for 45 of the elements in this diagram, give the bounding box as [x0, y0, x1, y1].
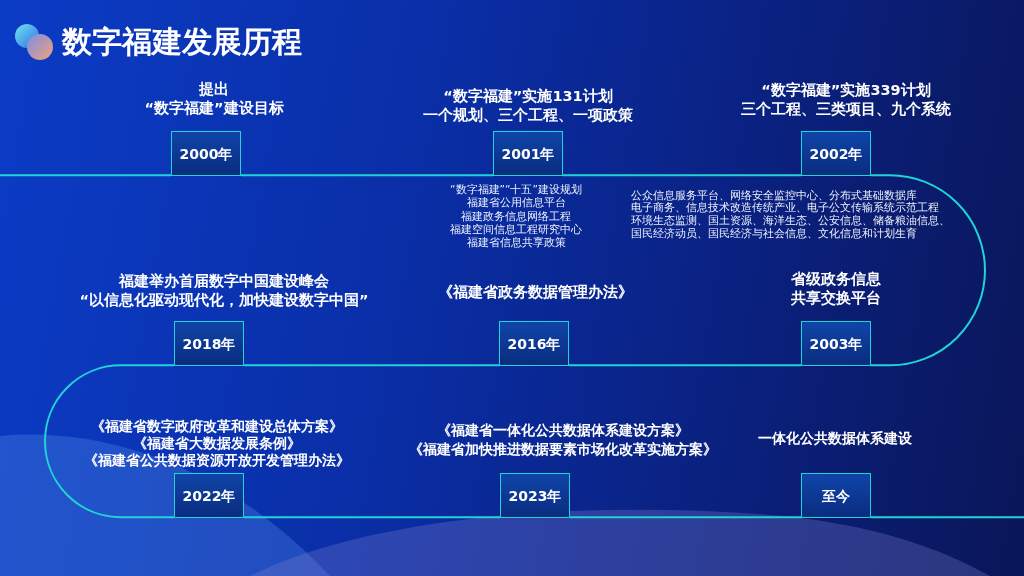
year-box: 2002年: [801, 131, 871, 176]
milestone-text: “数字福建”实施131计划: [443, 87, 613, 106]
detail-text: 福建省信息共享政策: [466, 236, 566, 250]
timeline-line: [44, 364, 175, 519]
year-box: 至今: [801, 473, 871, 518]
milestone-text: “数字福建”建设目标: [144, 99, 284, 118]
year-box: 2001年: [493, 131, 563, 176]
milestone-text: 一个规划、三个工程、一项政策: [423, 106, 633, 125]
year-box: 2023年: [500, 473, 570, 518]
year-box: 2022年: [174, 473, 244, 518]
milestone-text: 《福建省一体化公共数据体系建设方案》: [437, 421, 689, 440]
detail-text: 环境生态监测、国土资源、海洋生态、公安信息、储备粮油信息、: [631, 214, 950, 227]
detail-text: 电子商务、信息技术改造传统产业、电子公文传输系统示范工程: [631, 201, 939, 215]
timeline-line: [0, 174, 172, 177]
timeline-line: [569, 516, 802, 519]
milestone-text: 《福建省公共数据资源开放开发管理办法》: [84, 452, 350, 469]
milestone-text: 三个工程、三类项目、九个系统: [741, 100, 951, 119]
timeline-line: [240, 174, 494, 177]
milestone-text: 《福建省大数据发展条例》: [133, 435, 301, 452]
milestone-text: 一体化公共数据体系建设: [758, 429, 912, 447]
milestone-text: 《福建省加快推进数据要素市场化改革实施方案》: [409, 439, 717, 458]
milestone-text: 福建举办首届数字中国建设峰会: [119, 272, 329, 291]
timeline-line: [870, 516, 1024, 519]
timeline-line: [243, 516, 501, 519]
slide-title: 数字福建发展历程: [62, 23, 302, 61]
detail-text: 福建省公用信息平台: [466, 196, 566, 210]
milestone-text: “数字福建”实施339计划: [761, 81, 931, 100]
year-box: 2003年: [801, 321, 871, 366]
detail-text: 国民经济动员、国民经济与社会信息、文化信息和计划生育: [631, 226, 917, 240]
timeline-line: [870, 174, 986, 367]
detail-text: 福建空间信息工程研究中心: [450, 222, 582, 236]
milestone-text: 《福建省数字政府改革和建设总体方案》: [91, 418, 343, 435]
timeline-line: [562, 174, 802, 177]
year-box: 2000年: [171, 131, 241, 176]
milestone-text: “以信息化驱动现代化，加快建设数字中国”: [79, 290, 369, 309]
detail-text: “数字福建”“十五”建设规划: [450, 183, 582, 196]
detail-text: 福建政务信息网络工程: [461, 209, 571, 223]
milestone-text: 《福建省政务数据管理办法》: [437, 283, 633, 301]
year-box: 2016年: [499, 321, 569, 366]
milestone-text: 提出: [199, 80, 229, 99]
year-box: 2018年: [174, 321, 244, 366]
timeline-line: [243, 364, 500, 367]
milestone-text: 省级政务信息共享交换平台: [790, 270, 882, 307]
timeline-line: [568, 364, 802, 367]
detail-text: 公众信息服务平台、网络安全监控中心、分布式基础数据库: [631, 188, 917, 202]
